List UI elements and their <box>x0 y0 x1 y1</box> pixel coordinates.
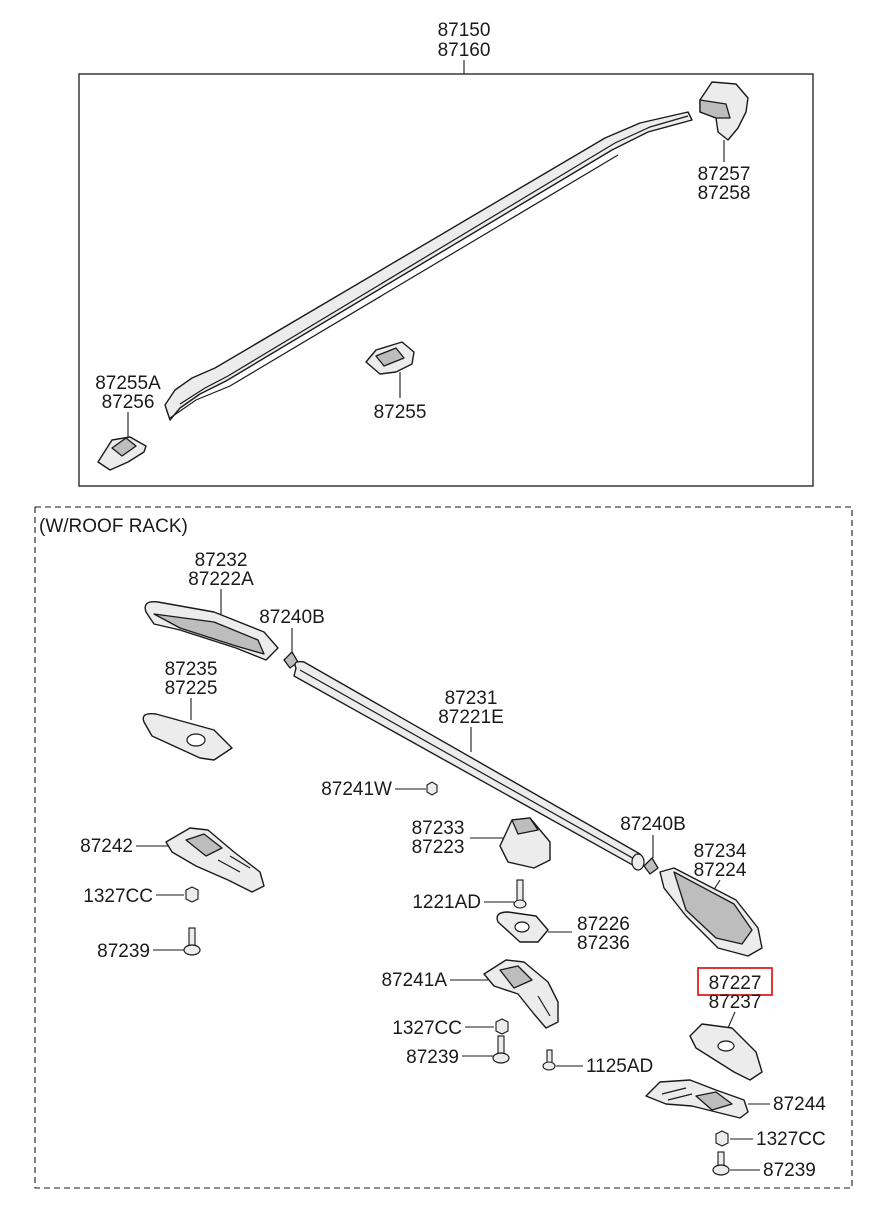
cover-mid-top <box>511 817 539 835</box>
bolt-mid-head <box>492 1052 510 1064</box>
label-cover-rear-a[interactable]: 87234 <box>694 841 747 862</box>
label-cover-front-a[interactable]: 87232 <box>195 550 248 571</box>
bolt-front-shaft <box>188 927 196 947</box>
bracket-mid-part <box>483 959 559 1029</box>
label-nut-mid[interactable]: 1327CC <box>392 1018 462 1039</box>
screw-mid-head <box>513 899 527 909</box>
roof-rail-lower-line <box>169 154 619 419</box>
screw-mid2-head <box>542 1061 556 1071</box>
pad-front-hole <box>186 733 206 747</box>
lower-frame <box>34 506 853 1189</box>
label-rail-b[interactable]: 87160 <box>438 40 491 61</box>
pad-rear-hole <box>717 1040 735 1052</box>
bracket-rear-plate <box>695 1091 733 1111</box>
label-pad-front-b[interactable]: 87225 <box>165 678 218 699</box>
label-clip-front-b[interactable]: 87256 <box>102 392 155 413</box>
nut-mid-part <box>495 1018 509 1035</box>
screw-mid-shaft <box>516 879 524 903</box>
label-bar-a[interactable]: 87231 <box>445 688 498 709</box>
lower-section: (W/ROOF RACK) 87232 87222A 87240B 87235 … <box>34 506 853 1189</box>
clip-mid-tab <box>375 347 405 367</box>
label-pad-front-a[interactable]: 87235 <box>165 659 218 680</box>
label-nut-front[interactable]: 1327CC <box>83 886 153 907</box>
label-screw-mid2[interactable]: 1125AD <box>586 1056 653 1077</box>
end-cap-face <box>699 99 731 119</box>
label-end-cap-b[interactable]: 87258 <box>698 183 751 204</box>
label-bar-b[interactable]: 87221E <box>438 707 504 728</box>
label-rail-a[interactable]: 87150 <box>438 20 491 41</box>
label-bolt-mid[interactable]: 87239 <box>406 1047 459 1068</box>
upper-frame <box>78 73 814 487</box>
label-cover-front-b[interactable]: 87222A <box>188 569 254 590</box>
cover-rear-shade <box>673 871 753 945</box>
bracket-front-slot <box>217 855 251 873</box>
label-seal-rear[interactable]: 87240B <box>620 814 686 835</box>
label-cover-rear-b[interactable]: 87224 <box>694 860 747 881</box>
label-pad-mid-a[interactable]: 87226 <box>577 914 630 935</box>
label-seal-front[interactable]: 87240B <box>259 607 325 628</box>
bolt-rear-head <box>712 1164 730 1176</box>
roof-rail-part <box>164 111 693 421</box>
bracket-mid-plate <box>499 965 533 989</box>
seal-rear-part <box>643 857 659 875</box>
label-bracket-front[interactable]: 87242 <box>80 836 133 857</box>
bar-inner-line <box>299 669 637 861</box>
roof-rail-inner-line <box>179 115 689 405</box>
label-bracket-mid[interactable]: 87241A <box>381 970 447 991</box>
bar-end <box>631 853 645 871</box>
bracket-front-part <box>165 827 265 893</box>
bolt-mid-shaft <box>497 1035 505 1055</box>
roof-rack-title: (W/ROOF RACK) <box>39 516 188 537</box>
bolt-front-head <box>183 944 201 956</box>
clip-front-tab <box>111 437 137 457</box>
label-bracket-rear[interactable]: 87244 <box>773 1094 826 1115</box>
label-highlight-b[interactable]: 87237 <box>709 992 762 1013</box>
pad-mid-hole <box>514 921 530 933</box>
nut-small-part <box>426 781 438 796</box>
bracket-front-plate <box>185 833 223 857</box>
label-bolt-front[interactable]: 87239 <box>97 941 150 962</box>
label-clip-front-a[interactable]: 87255A <box>95 373 161 394</box>
label-cover-mid-b[interactable]: 87223 <box>412 837 465 858</box>
label-screw-mid[interactable]: 1221AD <box>412 892 481 913</box>
label-end-cap-a[interactable]: 87257 <box>698 164 751 185</box>
leader-highlight <box>727 1011 736 1029</box>
cover-front-shade <box>153 613 265 655</box>
bracket-mid-slot <box>537 995 551 1017</box>
label-cover-mid-a[interactable]: 87233 <box>412 818 465 839</box>
nut-front-part <box>185 886 199 903</box>
label-clip-mid[interactable]: 87255 <box>374 402 427 423</box>
upper-section: 87150 87160 87257 87258 87255A 87256 872… <box>78 20 814 487</box>
bracket-rear-slot <box>661 1087 693 1101</box>
label-bolt-rear[interactable]: 87239 <box>763 1160 816 1181</box>
pad-rear-part <box>689 1023 763 1081</box>
highlight-box <box>697 967 773 996</box>
nut-rear-part <box>715 1130 729 1147</box>
label-nut-small[interactable]: 87241W <box>321 779 392 800</box>
label-highlight-a[interactable]: 87227 <box>709 973 762 994</box>
bracket-rear-part <box>645 1079 749 1119</box>
label-nut-rear[interactable]: 1327CC <box>756 1129 826 1150</box>
label-pad-mid-b[interactable]: 87236 <box>577 933 630 954</box>
